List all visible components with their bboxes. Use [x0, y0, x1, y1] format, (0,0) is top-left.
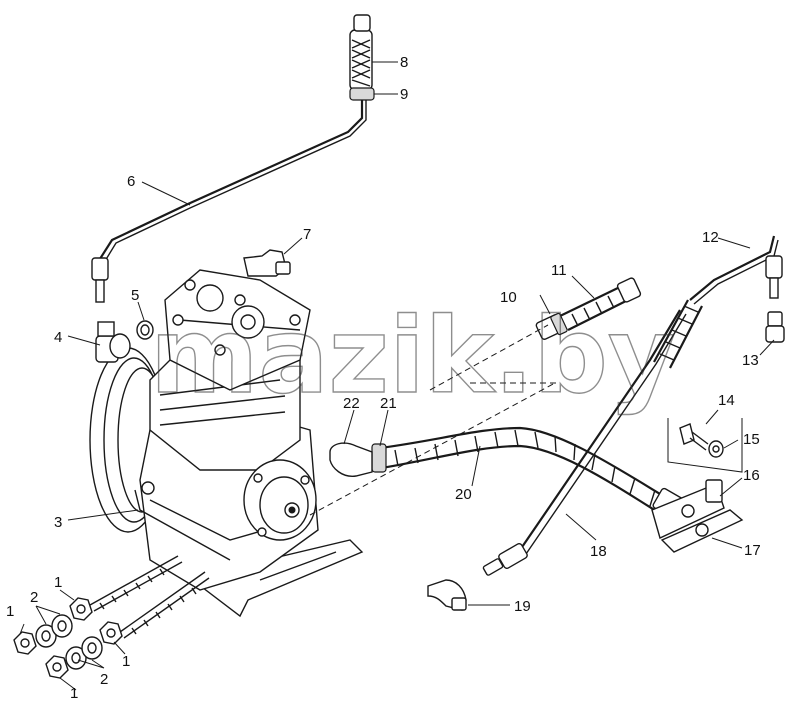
pipe-6	[91, 100, 367, 303]
callout-12: 12	[702, 229, 719, 246]
fitting-13	[765, 311, 785, 343]
elbow-fitting-7	[243, 249, 291, 277]
nut-1b	[69, 597, 93, 621]
washer-2b	[51, 614, 73, 638]
callout-3: 3	[54, 514, 62, 531]
callout-17: 17	[744, 542, 761, 559]
bracket-16	[651, 479, 725, 539]
callout-19: 19	[514, 598, 531, 615]
clamp-9	[349, 87, 375, 101]
watermark: mazik.by	[150, 295, 676, 417]
callout-6: 6	[127, 173, 135, 190]
callout-2-upper: 2	[30, 589, 38, 606]
callout-20: 20	[455, 486, 472, 503]
assembly-lines	[309, 324, 560, 516]
callout-8: 8	[400, 54, 408, 71]
fitting-21	[371, 443, 387, 473]
washer-2c	[65, 646, 87, 670]
callout-7: 7	[303, 226, 311, 243]
nut-1c	[45, 655, 69, 679]
pipe-12-hose	[653, 299, 703, 369]
mounting-bolt-lower	[119, 571, 210, 639]
elbow-22	[329, 442, 373, 477]
hose-8	[349, 14, 373, 91]
nut-1a	[13, 631, 37, 655]
callout-11: 11	[551, 262, 567, 279]
compressor-3	[89, 269, 364, 618]
callout-1-bottom: 1	[70, 685, 78, 702]
bolt-14	[679, 423, 709, 451]
hose-20	[379, 426, 684, 519]
washer-2d	[81, 636, 103, 660]
bracket-outline	[667, 418, 743, 473]
callout-14: 14	[718, 392, 735, 409]
callout-22: 22	[343, 395, 360, 412]
seal-5	[136, 320, 154, 340]
callout-4: 4	[54, 329, 62, 346]
callout-labels: 8 9 6 7 5 4 3 11 10 12 13 14 15 16 17 18…	[6, 54, 761, 702]
nut-1d	[99, 621, 123, 645]
callout-15: 15	[743, 431, 760, 448]
callout-9: 9	[400, 86, 408, 103]
mounting-bolt-upper	[89, 555, 183, 612]
callout-16: 16	[743, 467, 760, 484]
callout-1-upper-left: 1	[54, 574, 62, 591]
callout-10: 10	[500, 289, 517, 306]
fitting-10	[535, 312, 568, 340]
washer-2a	[35, 624, 57, 648]
pipe-18	[482, 309, 687, 576]
callout-13: 13	[742, 352, 759, 369]
leader-lines	[19, 61, 775, 691]
callout-1-left: 1	[6, 603, 14, 620]
hose-11	[559, 277, 642, 331]
pipe-12	[689, 235, 783, 305]
elbow-19	[427, 579, 467, 611]
fitting-4	[95, 321, 131, 363]
callout-18: 18	[590, 543, 607, 560]
callout-2-lower: 2	[100, 671, 108, 688]
callout-21: 21	[380, 395, 397, 412]
callout-5: 5	[131, 287, 139, 304]
callout-1-right: 1	[122, 653, 130, 670]
plate-17	[660, 509, 744, 553]
washer-15	[708, 440, 724, 458]
